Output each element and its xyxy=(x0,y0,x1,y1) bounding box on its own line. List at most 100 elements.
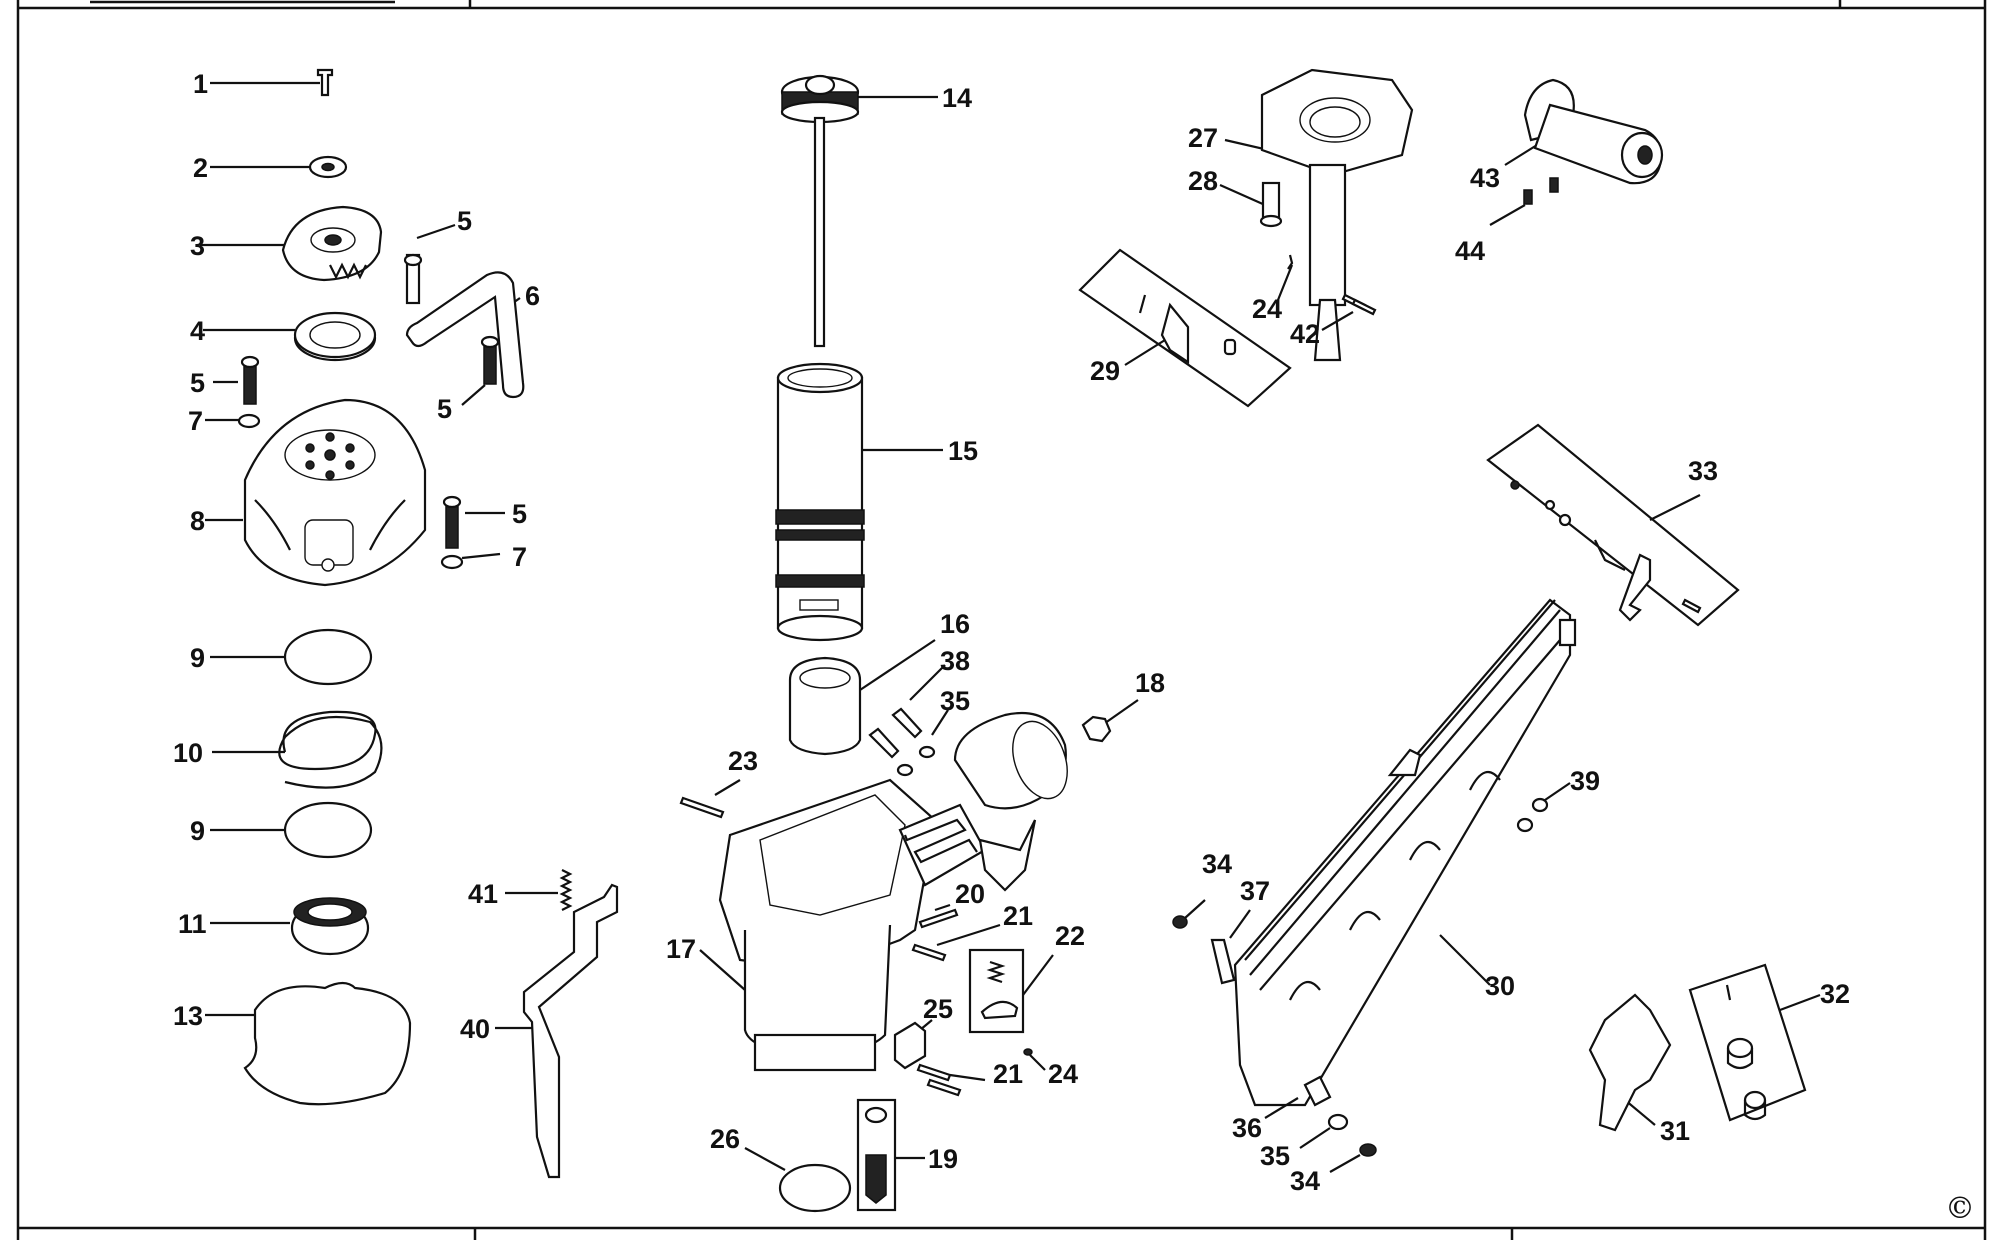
part-label: 35 xyxy=(1260,1141,1290,1171)
part-23-pin xyxy=(679,779,741,819)
part-label: 27 xyxy=(1188,123,1218,153)
part-34-screw-b xyxy=(1329,1143,1377,1173)
part-19-valve xyxy=(856,1098,925,1212)
part-label: 5 xyxy=(512,499,527,529)
part-20-pin xyxy=(918,903,959,929)
part-label: 34 xyxy=(1290,1166,1320,1196)
part-label: 30 xyxy=(1485,971,1515,1001)
part-label: 6 xyxy=(525,281,540,311)
part-21-pin-b xyxy=(916,1063,986,1097)
part-label: 14 xyxy=(942,83,972,113)
part-label: 21 xyxy=(1003,901,1033,931)
part-5-bolt-c xyxy=(461,335,500,406)
part-labels: 1 2 3 5 6 4 5 7 5 8 5 7 9 10 9 11 13 41 … xyxy=(173,69,1850,1196)
part-38-screws xyxy=(868,664,946,759)
part-7-washer-a xyxy=(205,413,261,429)
part-24-pin-top xyxy=(1276,254,1294,301)
part-label: 20 xyxy=(955,879,985,909)
part-9-o-ring-b xyxy=(210,801,373,859)
part-label: 5 xyxy=(457,206,472,236)
part-label: 26 xyxy=(710,1124,740,1154)
part-label: 39 xyxy=(1570,766,1600,796)
part-21-pin-a xyxy=(911,923,1001,962)
part-label: 24 xyxy=(1048,1059,1078,1089)
sheet-frame xyxy=(16,0,1987,1240)
part-label: 17 xyxy=(666,934,696,964)
part-label: 37 xyxy=(1240,876,1270,906)
part-label: 19 xyxy=(928,1144,958,1174)
part-label: 21 xyxy=(993,1059,1023,1089)
part-label: 9 xyxy=(190,816,205,846)
part-36-clip xyxy=(1264,1075,1332,1119)
part-3-exhaust-cap xyxy=(200,205,383,282)
part-label: 28 xyxy=(1188,166,1218,196)
part-label: 3 xyxy=(190,231,205,261)
part-22-valve-kit xyxy=(968,948,1054,1034)
part-label: 41 xyxy=(468,879,498,909)
part-label: 2 xyxy=(193,153,208,183)
part-35-washers xyxy=(896,709,949,777)
part-13-gasket xyxy=(205,981,412,1106)
part-8-cylinder-cap xyxy=(205,398,427,587)
part-34-screw-a xyxy=(1172,899,1206,929)
part-label: 5 xyxy=(437,394,452,424)
part-14-piston-driver xyxy=(780,74,938,348)
part-5-bolt-a xyxy=(403,223,456,305)
part-label: 42 xyxy=(1290,319,1320,349)
part-label: 23 xyxy=(728,746,758,776)
part-label: 10 xyxy=(173,738,203,768)
part-24-pin-small xyxy=(1023,1048,1046,1071)
part-25-bracket xyxy=(893,1019,933,1070)
part-41-spring-small xyxy=(505,869,573,911)
part-label: 38 xyxy=(940,646,970,676)
part-1-screw xyxy=(210,68,334,97)
part-31-latch xyxy=(1588,993,1672,1132)
part-label: 1 xyxy=(193,69,208,99)
part-label: 4 xyxy=(190,316,205,346)
part-label: 5 xyxy=(190,368,205,398)
part-37-bracket xyxy=(1210,909,1251,985)
part-6-hanger xyxy=(405,271,525,399)
part-4-seal-ring xyxy=(203,311,377,362)
part-5-bolt-d xyxy=(442,495,505,549)
part-42-pins xyxy=(1321,293,1377,331)
part-label: 35 xyxy=(940,686,970,716)
part-label: 7 xyxy=(188,406,203,436)
part-7-washer-b xyxy=(440,552,501,570)
part-label: 22 xyxy=(1055,921,1085,951)
part-44-screws xyxy=(1489,177,1559,226)
part-label: 24 xyxy=(1252,294,1282,324)
part-label: 7 xyxy=(512,542,527,572)
part-30-magazine xyxy=(1233,598,1577,1107)
part-label: 16 xyxy=(940,609,970,639)
part-18-plug xyxy=(1081,699,1139,743)
part-label: 34 xyxy=(1202,849,1232,879)
part-35-washer-right xyxy=(1299,1113,1349,1149)
part-26-o-ring xyxy=(744,1147,852,1213)
part-10-spring xyxy=(212,710,383,789)
part-17-housing xyxy=(699,711,1068,1072)
part-label: 32 xyxy=(1820,979,1850,1009)
part-11-bumper xyxy=(210,897,370,956)
part-label: 8 xyxy=(190,506,205,536)
part-5-bolt-b xyxy=(213,355,260,405)
part-label: 15 xyxy=(948,436,978,466)
part-label: 29 xyxy=(1090,356,1120,386)
part-label: 25 xyxy=(923,994,953,1024)
part-9-o-ring-a xyxy=(210,628,373,686)
part-33-latch-kit xyxy=(1486,423,1740,627)
part-16-bumper-seat xyxy=(788,639,936,756)
part-32-kit xyxy=(1688,963,1821,1122)
part-28-bolt xyxy=(1219,181,1283,228)
part-43-handle xyxy=(1504,78,1664,185)
part-label: 13 xyxy=(173,1001,203,1031)
part-label: 31 xyxy=(1660,1116,1690,1146)
part-40-driver-arm xyxy=(495,883,619,1179)
part-label: 33 xyxy=(1688,456,1718,486)
part-27-nosepiece xyxy=(1224,68,1414,362)
part-label: 9 xyxy=(190,643,205,673)
part-label: 43 xyxy=(1470,163,1500,193)
part-2-washer xyxy=(210,155,348,179)
part-label: 11 xyxy=(178,909,207,939)
